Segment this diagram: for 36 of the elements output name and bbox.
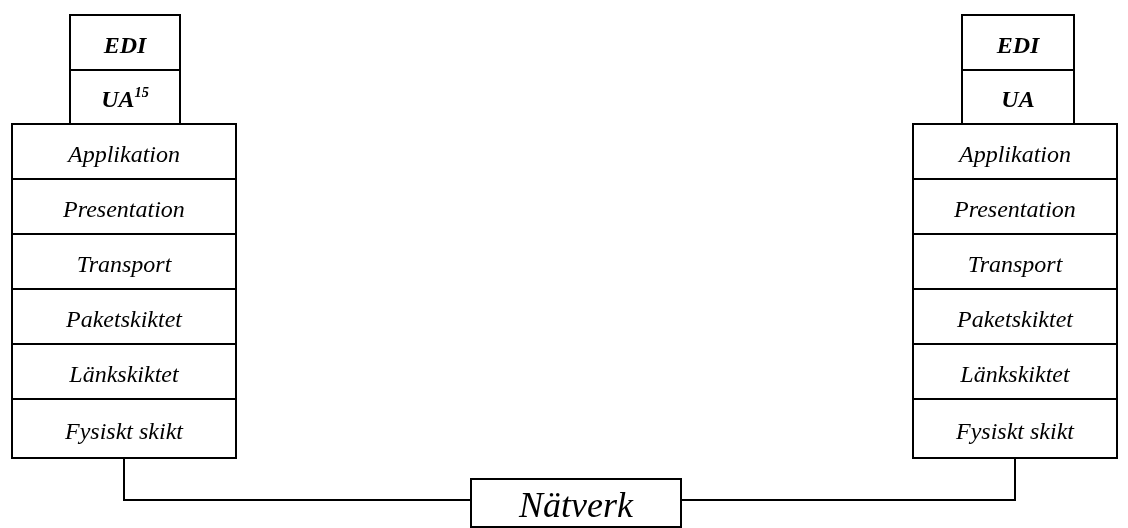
layer-box bbox=[961, 69, 1075, 125]
layer-box bbox=[912, 343, 1118, 400]
connector-line bbox=[681, 458, 1016, 501]
layer-label: EDI bbox=[996, 30, 1040, 57]
layer-box bbox=[11, 343, 237, 400]
layer-box bbox=[11, 288, 237, 345]
layer-label: Länkskiktet bbox=[960, 359, 1070, 386]
layer-label: Applikation bbox=[68, 139, 180, 166]
layer-label: Nätverk bbox=[519, 484, 633, 523]
layer-label: Applikation bbox=[959, 139, 1071, 166]
layer-box bbox=[912, 123, 1118, 180]
connector-line bbox=[123, 458, 471, 501]
layer-label: Transport bbox=[967, 249, 1063, 276]
layer-box bbox=[11, 123, 237, 180]
network-box bbox=[470, 478, 682, 528]
layer-label: Transport bbox=[76, 249, 172, 276]
layer-box bbox=[69, 69, 181, 125]
layer-label: UA bbox=[1001, 85, 1035, 111]
layer-label: Fysiskt skikt bbox=[956, 416, 1074, 443]
layer-box bbox=[912, 398, 1118, 459]
layer-label: UA$^{15}$ bbox=[101, 83, 149, 111]
layer-label: Presentation bbox=[63, 194, 185, 221]
layer-label: EDI bbox=[103, 30, 147, 57]
layer-box bbox=[912, 288, 1118, 345]
layer-label: Fysiskt skikt bbox=[65, 416, 183, 443]
layer-label: Presentation bbox=[954, 194, 1076, 221]
layer-label: Paketskiktet bbox=[66, 304, 182, 331]
layer-label: Länkskiktet bbox=[69, 359, 179, 386]
layer-box bbox=[11, 233, 237, 290]
layer-box bbox=[912, 178, 1118, 235]
layer-box bbox=[11, 178, 237, 235]
layer-label: Paketskiktet bbox=[957, 304, 1073, 331]
layer-box bbox=[69, 14, 181, 71]
layer-box bbox=[961, 14, 1075, 71]
layer-box bbox=[912, 233, 1118, 290]
layer-box bbox=[11, 398, 237, 459]
